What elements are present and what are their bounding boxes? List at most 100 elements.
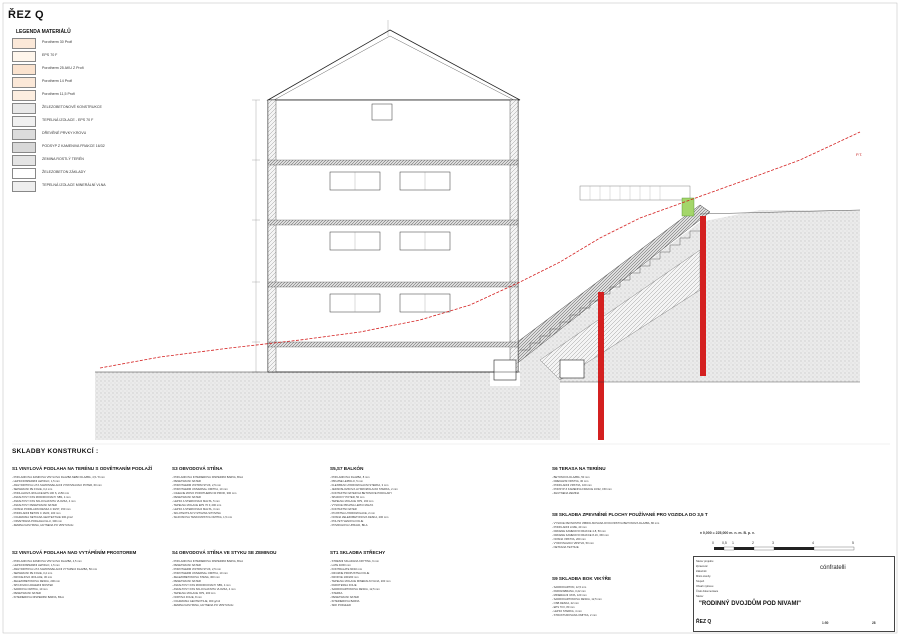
layer-line: - LEPICÍ A STĚRKOVACÍ MALTA, 3 mm — [172, 508, 220, 511]
layer-line: - ODVĚTRANÁ PODLAHA IGLU, 300 mm — [12, 520, 63, 523]
layer-line: - VYSOCE PEVNOSTNÍ VIBROLISOVANÁ DVOUVRS… — [552, 522, 660, 525]
legend-label: Porotherm 14 Profi — [42, 79, 73, 83]
scale-tick-label: 3 — [772, 541, 774, 545]
layer-line: - INTERIÉROVÁ DISPERZNÍ BARVA, BÍLÁ — [12, 596, 64, 599]
layer-line: - SÁDROKARTONOVÁ DESKA, 12,5 mm — [552, 598, 602, 601]
layer-line: - POROTHERM VNITŘNÍ ŠTUK, 2,5 mm — [172, 568, 221, 571]
legend-title: LEGENDA MATERIÁLŮ — [16, 29, 71, 35]
layer-line: - PODKLADNÍ LOŽE, 40 mm — [552, 526, 587, 529]
layer-line: - KONTAKTNÍ NÁTĚR NA BETONOVÉ PODKLADY — [330, 492, 393, 495]
skladba-s9-title: S9 SKLADBA BOK VIKÝŘE — [552, 576, 612, 581]
legend-swatch — [12, 181, 36, 192]
layer-line: - POKLÁDKOVÁ INTERIÉROVÁ DISPERZNÍ BARVA… — [172, 560, 243, 563]
skladba-s8-title: S8 SKLADBA ZPEVNĚNÉ PLOCHY POUŽÍVANÉ PRO… — [552, 512, 708, 517]
legend-swatch — [12, 168, 36, 179]
skladba-s2-title: S2 VINYLOVÁ PODLAHA NAD VYTÁPĚNÍM PROSTO… — [12, 550, 137, 555]
titleblock-row-label: Stupeň — [696, 580, 705, 583]
legend-swatch — [12, 116, 36, 127]
layer-line: - PENETRAČNÍ NÁTĚR — [330, 596, 359, 599]
legend-swatch — [12, 38, 36, 49]
drawing-number: 28 — [872, 621, 876, 625]
layer-line: - DRCENÉ KAMENIVO FRAKCE 8-16, 150 mm — [552, 534, 609, 537]
terrain-line — [99, 131, 861, 369]
legend-label: TEPELNÁ IZOLACE MINERÁLNÍ VLNA — [42, 183, 106, 187]
layer-line: - STŘEŠNÍ SKLÁDANÁ KRYTINA, 6 mm — [330, 560, 379, 563]
legend-label: Porotherm 11,5 Profi — [42, 92, 75, 96]
layer-line: - DIFUZNĚ PROPUSTNÁ FÓLIE — [330, 572, 370, 575]
layer-line: - ASFALTOVÝ PÁS MODIFIKOVANÝ SBS, 4 mm — [12, 496, 71, 499]
layer-line: - TEPELNÁ IZOLACE MINERÁLNÍ VLNA, 200 mm — [330, 580, 391, 583]
layer-line: - ZHUTNĚNÁ ZEMINA — [552, 492, 580, 495]
legend-swatch — [12, 129, 36, 140]
skladba-s4-title: S4 OBVODOVÁ STĚNA VE STYKU SE ZEMINOU — [172, 550, 277, 555]
layer-line: - ŽELEZOBETONOVÁ DESKA, 200 mm — [12, 580, 61, 583]
skladba-s9: S9 SKLADBA BOK VIKÝŘE - SÁDROKARTON, 12,… — [552, 576, 682, 618]
skladba-st1: ST1 SKLADBA STŘECHY - STŘEŠNÍ SKLÁDANÁ K… — [330, 550, 480, 608]
layer-line: - MINERÁLNÍ VATA, 120 mm — [552, 594, 587, 597]
layer-line: - PODKLADNÍ VRSTVA, 100 mm — [552, 484, 592, 487]
layer-line: - LEPICÍ STĚRKA, 4 mm — [552, 610, 582, 613]
legend-swatch — [12, 90, 36, 101]
layer-line: - KONTAKTNÍ NÁTĚR — [330, 508, 357, 511]
legend-item: TEPELNÁ IZOLACE MINERÁLNÍ VLNA — [12, 181, 162, 193]
layer-line: - JEDNOSLOŽKOVÁ HYDROIZOLAČNÍ STĚRKA, 2 … — [330, 488, 398, 491]
layer-line: - POKLÁDKOVÁ ZÁMKOVÁ VINYLOVÁ DLAŽBA, 4,… — [12, 560, 82, 563]
layer-line: - PENETRAČNÍ NÁTĚR — [172, 564, 201, 567]
layer-line: - OCHRANNÁ NETKANÁ GEOTEXTILIE 300 g/m2 — [12, 516, 73, 519]
skladba-s4: S4 OBVODOVÁ STĚNA VE STYKU SE ZEMINOU - … — [172, 550, 322, 608]
legend-label: EPS 70 F — [42, 53, 58, 57]
layer-line: - PAROTĚSNÁ FÓLIE — [330, 584, 357, 587]
elevation-reference: ± 0,000 = 225,000 m. n. m. B. p. v. — [700, 531, 755, 535]
scale-tick-label: 2 — [752, 541, 754, 545]
legend-swatch — [12, 77, 36, 88]
layer-line: - CIHELNÉ ZDIVO POROTHERM 30 PROFI, 300 … — [172, 492, 237, 495]
layer-line: - POLYETYLENOVÁ FÓLIE — [330, 520, 364, 523]
project-name: "RODINNÝ DVOJDŮM POD NIVAMI" — [699, 601, 801, 607]
legend-item: ŽELEZOBETONOVÉ KONSTRUKCE — [12, 103, 162, 115]
legend-item: Porotherm 14 Profi — [12, 77, 162, 89]
scale-tick-label: 1 — [732, 541, 734, 545]
layer-line: - TEPELNÁ IZOLACE XPS, 200 mm — [172, 592, 216, 595]
legend-label: ŽELEZOBETONOVÉ KONSTRUKCE — [42, 105, 102, 109]
terrain-label: P.T. — [856, 152, 863, 157]
legend-swatch — [12, 142, 36, 153]
layer-line: - NOPOVÁ FÓLIE, 8 mm — [172, 596, 202, 599]
layer-line: - POKLÁDKOVÁ DLAŽBA, 8 mm — [330, 476, 370, 479]
layer-line: - POKLÁDKOVÁ ZÁMKOVÁ VINYLOVÁ DLAŽBA NEB… — [12, 476, 105, 479]
retaining-wall-2 — [700, 216, 706, 376]
layer-line: - ANHYDRITOVÁ LITÁ SAMONIVELAČNÍ VYTÁPĚC… — [12, 568, 98, 571]
layer-line: - SEPARAČNÍ PE FÓLIE, 0,2 mm — [12, 488, 53, 491]
layer-line: - POROTHERM VNITŘNÍ ŠTUK, 2,5 mm — [172, 484, 221, 487]
legend-item: EPS 70 F — [12, 51, 162, 63]
layer-line: - ASFALTOVÝ PÁS MODIFIKOVANÝ SBS, 4 mm — [172, 584, 231, 587]
legend-item: Porotherm 30 Profi — [12, 38, 162, 50]
layer-line: - SDK PODHLED — [330, 604, 351, 607]
layer-line: - SKLOTEXTILNÍ VÝZTUŽNÁ SÍŤOVINA — [172, 512, 221, 515]
layer-line: - FLEXIBILNÍ HYDROIZOLAČNÍ STĚRKA, 3 mm — [330, 484, 389, 487]
legend-item: PODSYP Z KAMENIVA FRAKCE 16/32 — [12, 142, 162, 154]
legend-item: Porotherm 25 AKU Z Profi — [12, 64, 162, 76]
layer-line: - PRUŽNÉ LEPIDLO, 5 mm — [330, 480, 364, 483]
layer-line: - POJISTNÁ HYDROIZOLACE, 2 mm — [330, 512, 375, 515]
layer-line: - INTERIÉROVÁ BARVA — [330, 600, 360, 603]
legend-label: Porotherm 25 AKU Z Profi — [42, 66, 84, 70]
layer-line: - ŽELEZOBETONOVÁ STĚNA, 300 mm — [172, 576, 220, 579]
layer-line: - SÁDROKARTON, 12,5 mm — [552, 586, 587, 589]
layer-line: - NOSNÁ ŽELEZOBETONOVÁ DESKA, 200 mm — [330, 516, 389, 519]
legend-item: Porotherm 11,5 Profi — [12, 90, 162, 102]
company-logo: cónfratelli — [820, 565, 846, 571]
house-section — [252, 20, 521, 373]
legend-swatch — [12, 103, 36, 114]
layer-line: - ASFALTOVÝ PÁS SKLOVLÁKNITÁ VLOŽKA, 4 m… — [172, 588, 236, 591]
legend-swatch — [12, 64, 36, 75]
skladba-s2: S2 VINYLOVÁ PODLAHA NAD VYTÁPĚNÍM PROSTO… — [12, 550, 162, 600]
layer-line: - ZEMINA NASYPANÁ, HUTNĚNÁ PO VRSTVÁCH — [12, 524, 74, 527]
layer-line: - STRUKTUROVANÁ OMÍTKA, 2 mm — [552, 614, 597, 617]
titleblock-row-label: Místo stavby — [696, 575, 711, 578]
layer-line: - SÁDROVÁ OMÍTKA, 10 mm — [12, 588, 48, 591]
legend-label: TEPELNÁ IZOLACE - EPS 70 F — [42, 118, 94, 122]
graphic-scale — [714, 546, 855, 551]
layer-line: - VYSOCE PRUŽNÁ LEPICÍ MALTA — [330, 504, 374, 507]
layer-line: - PODSYP Z KAMENIVA FRAKCE 16/32, 150 mm — [552, 488, 612, 491]
